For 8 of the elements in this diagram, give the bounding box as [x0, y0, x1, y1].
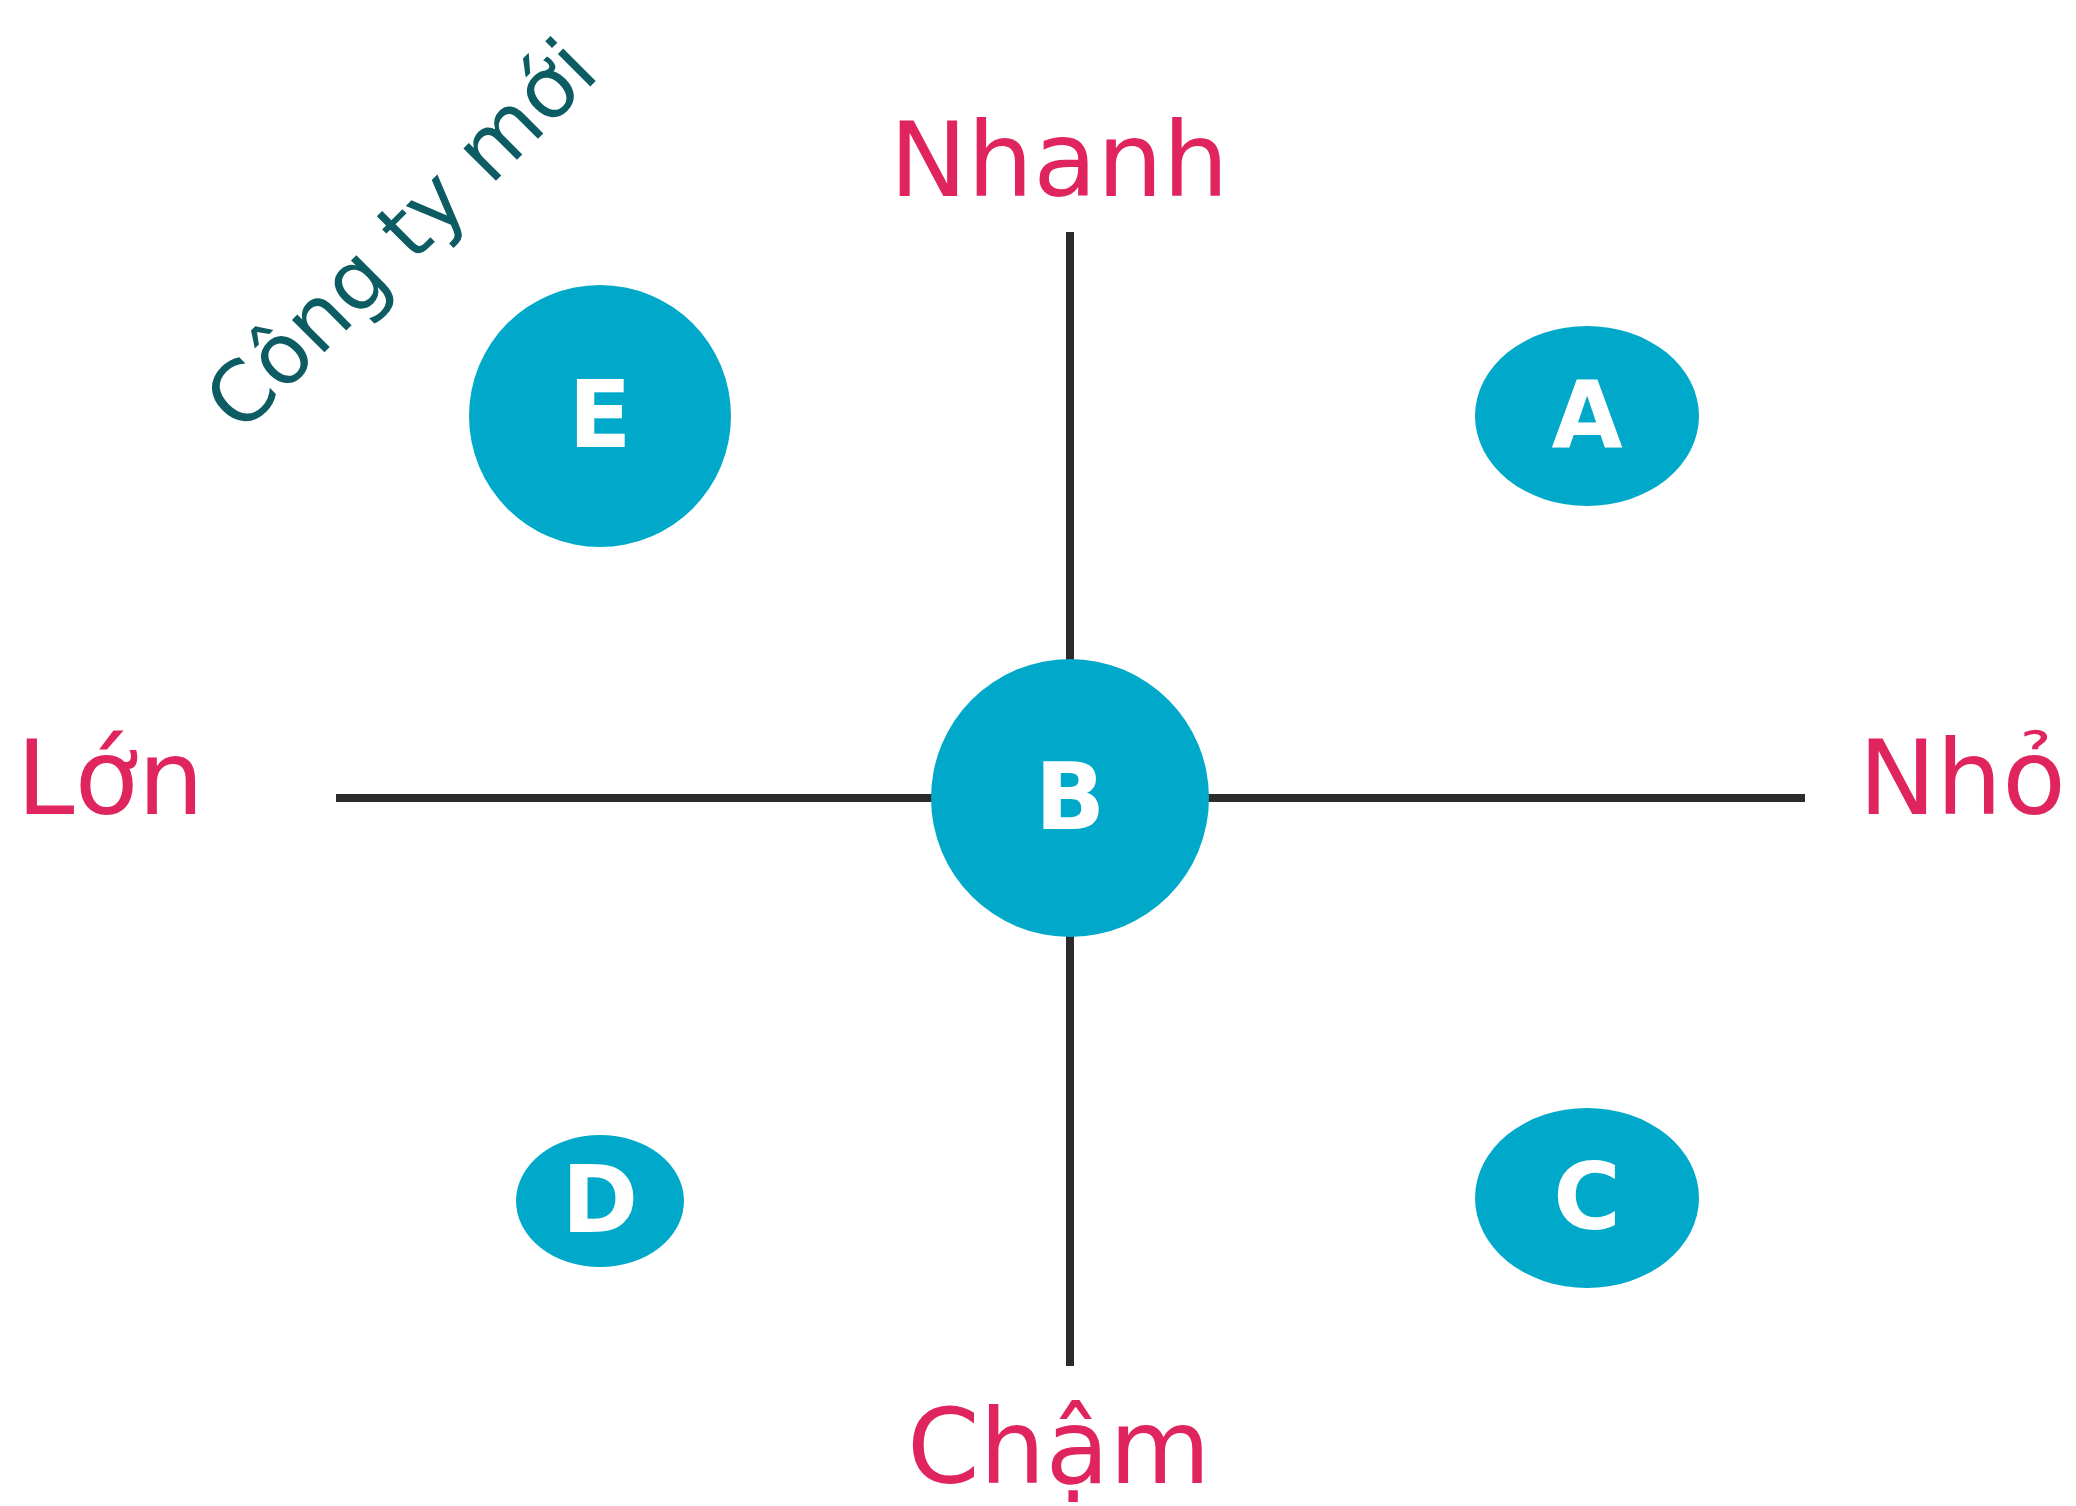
- axis-label: Nhanh: [889, 108, 1229, 212]
- circle-letter: D: [561, 1155, 639, 1247]
- axis-label: Nhỏ: [1858, 726, 2066, 830]
- circle-letter: A: [1551, 370, 1623, 462]
- circle-letter: C: [1553, 1152, 1621, 1244]
- circle-letter: E: [568, 370, 632, 462]
- circle-letter: B: [1034, 752, 1106, 844]
- axis-label: Lớn: [16, 726, 204, 830]
